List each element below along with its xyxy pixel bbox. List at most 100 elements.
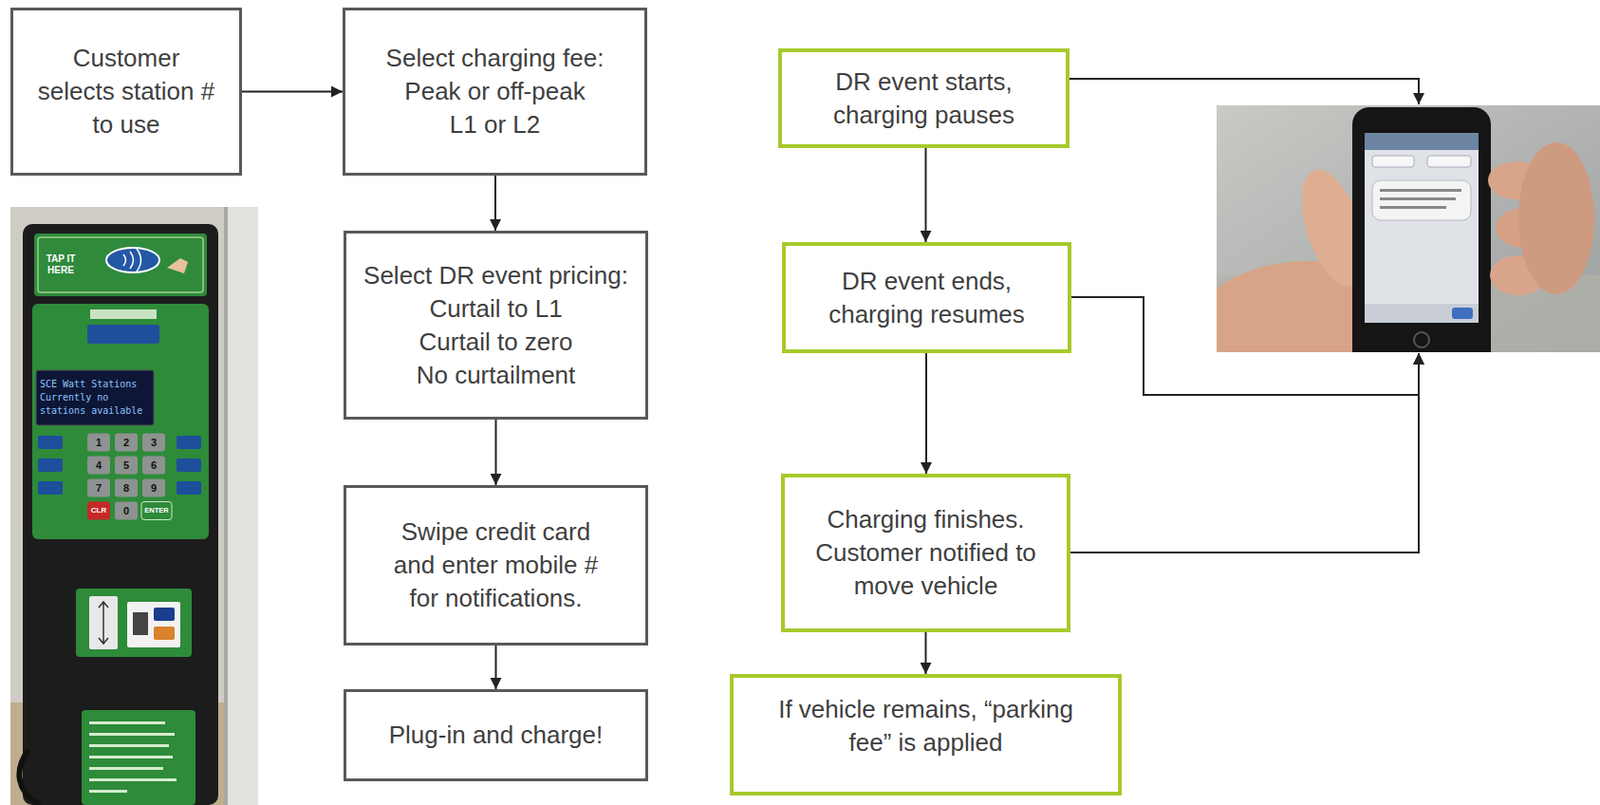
connector-arrow bbox=[925, 148, 928, 242]
key-label-holder: 8 bbox=[114, 479, 138, 497]
key-label: 8 bbox=[123, 482, 130, 494]
key-label: 0 bbox=[123, 504, 130, 517]
key-label: 6 bbox=[150, 459, 157, 471]
box-text: Plug-in and charge! bbox=[389, 718, 603, 752]
wall bbox=[10, 206, 259, 805]
input-bar bbox=[1364, 303, 1479, 323]
key bbox=[142, 433, 166, 452]
process-box: Plug-in and charge! bbox=[343, 688, 649, 782]
hand-back bbox=[1518, 142, 1595, 295]
process-box: Customer selects station # to use bbox=[10, 7, 242, 176]
event-box: If vehicle remains, “parking fee” is app… bbox=[729, 673, 1122, 796]
text-line bbox=[89, 789, 128, 793]
connector-arrow bbox=[494, 175, 497, 231]
key-label: 5 bbox=[123, 459, 130, 471]
box-text: Peak or off-peak bbox=[404, 74, 585, 109]
phone-body bbox=[1352, 107, 1491, 353]
instruction-lines bbox=[89, 721, 177, 793]
message-line bbox=[1379, 197, 1456, 201]
tap-label: TAP IT HERE bbox=[41, 253, 80, 277]
text-line bbox=[89, 778, 177, 782]
key-label-holder: 0 bbox=[114, 502, 138, 520]
card-logo bbox=[153, 626, 175, 640]
message-bubble bbox=[1372, 180, 1471, 221]
nfc-waves bbox=[123, 248, 142, 272]
card-panel bbox=[75, 588, 192, 657]
key bbox=[142, 479, 166, 498]
side-button bbox=[37, 435, 63, 449]
enter-key bbox=[141, 502, 172, 521]
connector-arrow bbox=[925, 353, 928, 474]
key-label: CLR bbox=[91, 505, 107, 516]
message-line bbox=[1379, 188, 1462, 192]
key bbox=[87, 433, 111, 452]
key bbox=[87, 479, 111, 498]
text-line bbox=[89, 766, 164, 770]
key bbox=[114, 433, 138, 452]
screen-text: SCE Watt Stations Currently no stations … bbox=[39, 377, 152, 418]
send-button bbox=[1451, 307, 1473, 319]
key-label-holder: 6 bbox=[142, 456, 166, 474]
text-line bbox=[89, 744, 169, 747]
card-icons bbox=[127, 601, 181, 648]
box-text: L1 or L2 bbox=[449, 108, 540, 142]
screen-text-holder: SCE Watt Stations Currently no stations … bbox=[39, 372, 152, 424]
key-label: 1 bbox=[95, 436, 102, 448]
side-button bbox=[176, 481, 202, 495]
event-box: DR event ends, charging resumes bbox=[781, 241, 1072, 354]
pillar-edge bbox=[223, 206, 228, 805]
clear-key bbox=[87, 502, 111, 521]
box-text: Select DR event pricing: bbox=[363, 259, 629, 293]
key-label: 3 bbox=[150, 436, 157, 448]
connector-arrow bbox=[495, 419, 498, 485]
key bbox=[114, 456, 138, 475]
side-button bbox=[37, 458, 63, 472]
event-box: DR event starts, charging pauses bbox=[778, 48, 1070, 149]
screen-button bbox=[1372, 155, 1414, 168]
card-slot bbox=[89, 595, 118, 650]
screen-bar bbox=[1364, 132, 1479, 150]
text-line bbox=[89, 732, 175, 736]
slot-arrows bbox=[98, 601, 109, 644]
box-text: Select charging fee: bbox=[386, 41, 605, 75]
key-label: 9 bbox=[150, 482, 157, 494]
card-logo bbox=[153, 607, 175, 621]
nfc-oval bbox=[106, 247, 160, 273]
leader-arrow bbox=[1069, 78, 1419, 105]
key-label-holder: 3 bbox=[142, 433, 166, 451]
box-text: DR event starts, charging pauses bbox=[817, 65, 1031, 132]
kiosk-body bbox=[22, 223, 219, 805]
process-box: Select charging fee:Peak or off-peakL1 o… bbox=[342, 7, 648, 176]
process-box: Swipe credit card and enter mobile # for… bbox=[343, 484, 649, 646]
process-box: Select DR event pricing:Curtail to L1Cur… bbox=[343, 230, 649, 420]
text-line bbox=[89, 721, 166, 725]
key-label-holder: 1 bbox=[87, 433, 111, 451]
hand-icon bbox=[167, 258, 188, 274]
phone-screen bbox=[1364, 132, 1479, 323]
text-line bbox=[89, 755, 173, 759]
key-label-holder: 7 bbox=[87, 479, 111, 497]
key bbox=[142, 456, 166, 475]
event-box: Charging finishes. Customer notified to … bbox=[781, 473, 1071, 633]
box-text: Swipe credit card and enter mobile # for… bbox=[386, 515, 607, 615]
key bbox=[114, 479, 138, 498]
instruction-panel bbox=[81, 709, 196, 805]
kiosk-face bbox=[32, 303, 209, 540]
box-text: If vehicle remains, “parking fee” is app… bbox=[764, 692, 1088, 760]
screen bbox=[36, 370, 154, 426]
key-label: 7 bbox=[95, 482, 102, 494]
tap-panel-frame bbox=[37, 237, 204, 293]
box-text: DR event ends, charging resumes bbox=[819, 264, 1034, 332]
kiosk-photo bbox=[10, 206, 259, 805]
side-button bbox=[176, 458, 202, 472]
key-label-holder: 2 bbox=[114, 433, 138, 451]
connector-arrow bbox=[241, 91, 343, 94]
box-text: No curtailment bbox=[416, 358, 577, 392]
brand-strip bbox=[90, 309, 157, 319]
box-text: Curtail to L1 bbox=[428, 292, 562, 326]
key-label: 4 bbox=[95, 459, 102, 471]
tap-panel bbox=[34, 233, 207, 297]
box-text: Customer selects station # to use bbox=[36, 41, 217, 142]
message-line bbox=[1379, 205, 1447, 209]
